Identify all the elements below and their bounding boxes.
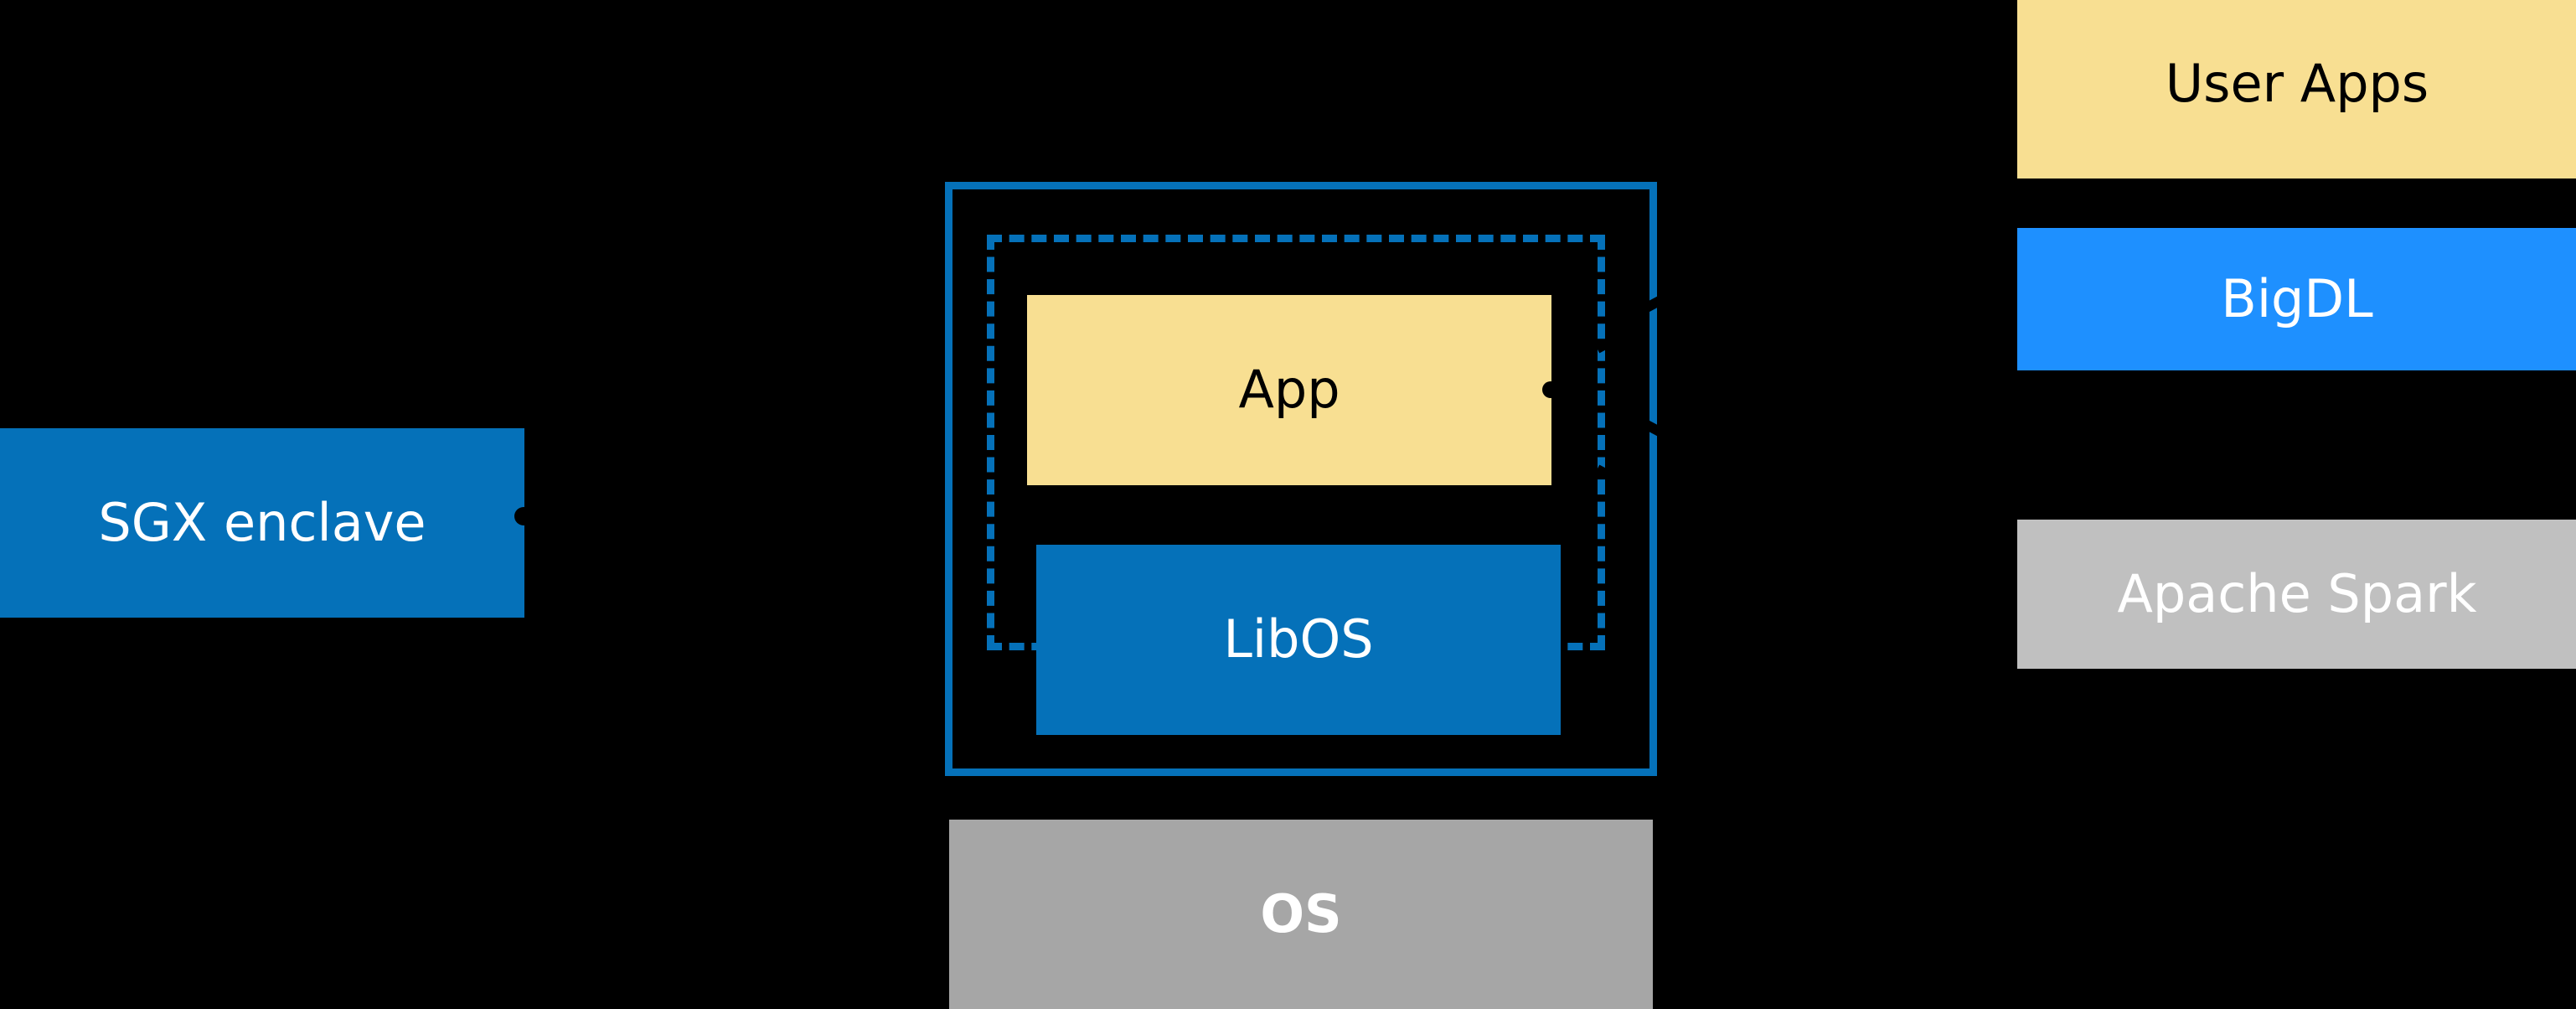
app-connector-endpoint [1542, 381, 1559, 398]
sgx-enclave-connector-endpoint [514, 507, 533, 525]
sgx-enclave-box: SGX enclave [0, 428, 524, 618]
apache-spark-label: Apache Spark [2117, 562, 2477, 624]
os-box: OS [949, 820, 1653, 1009]
app-label: App [1238, 359, 1340, 421]
apache-spark-box: Apache Spark [2017, 520, 2576, 669]
user-apps-box: User Apps [2017, 0, 2576, 179]
bigdl-label: BigDL [2221, 267, 2373, 329]
bigdl-box: BigDL [2017, 228, 2576, 370]
enclave-boundary-solid [945, 182, 1657, 776]
libos-label: LibOS [1223, 608, 1374, 670]
os-label: OS [1260, 882, 1342, 944]
libos-box: LibOS [1036, 545, 1561, 735]
sgx-enclave-label: SGX enclave [98, 491, 426, 553]
app-box: App [1027, 295, 1551, 485]
user-apps-label: User Apps [2165, 53, 2429, 115]
